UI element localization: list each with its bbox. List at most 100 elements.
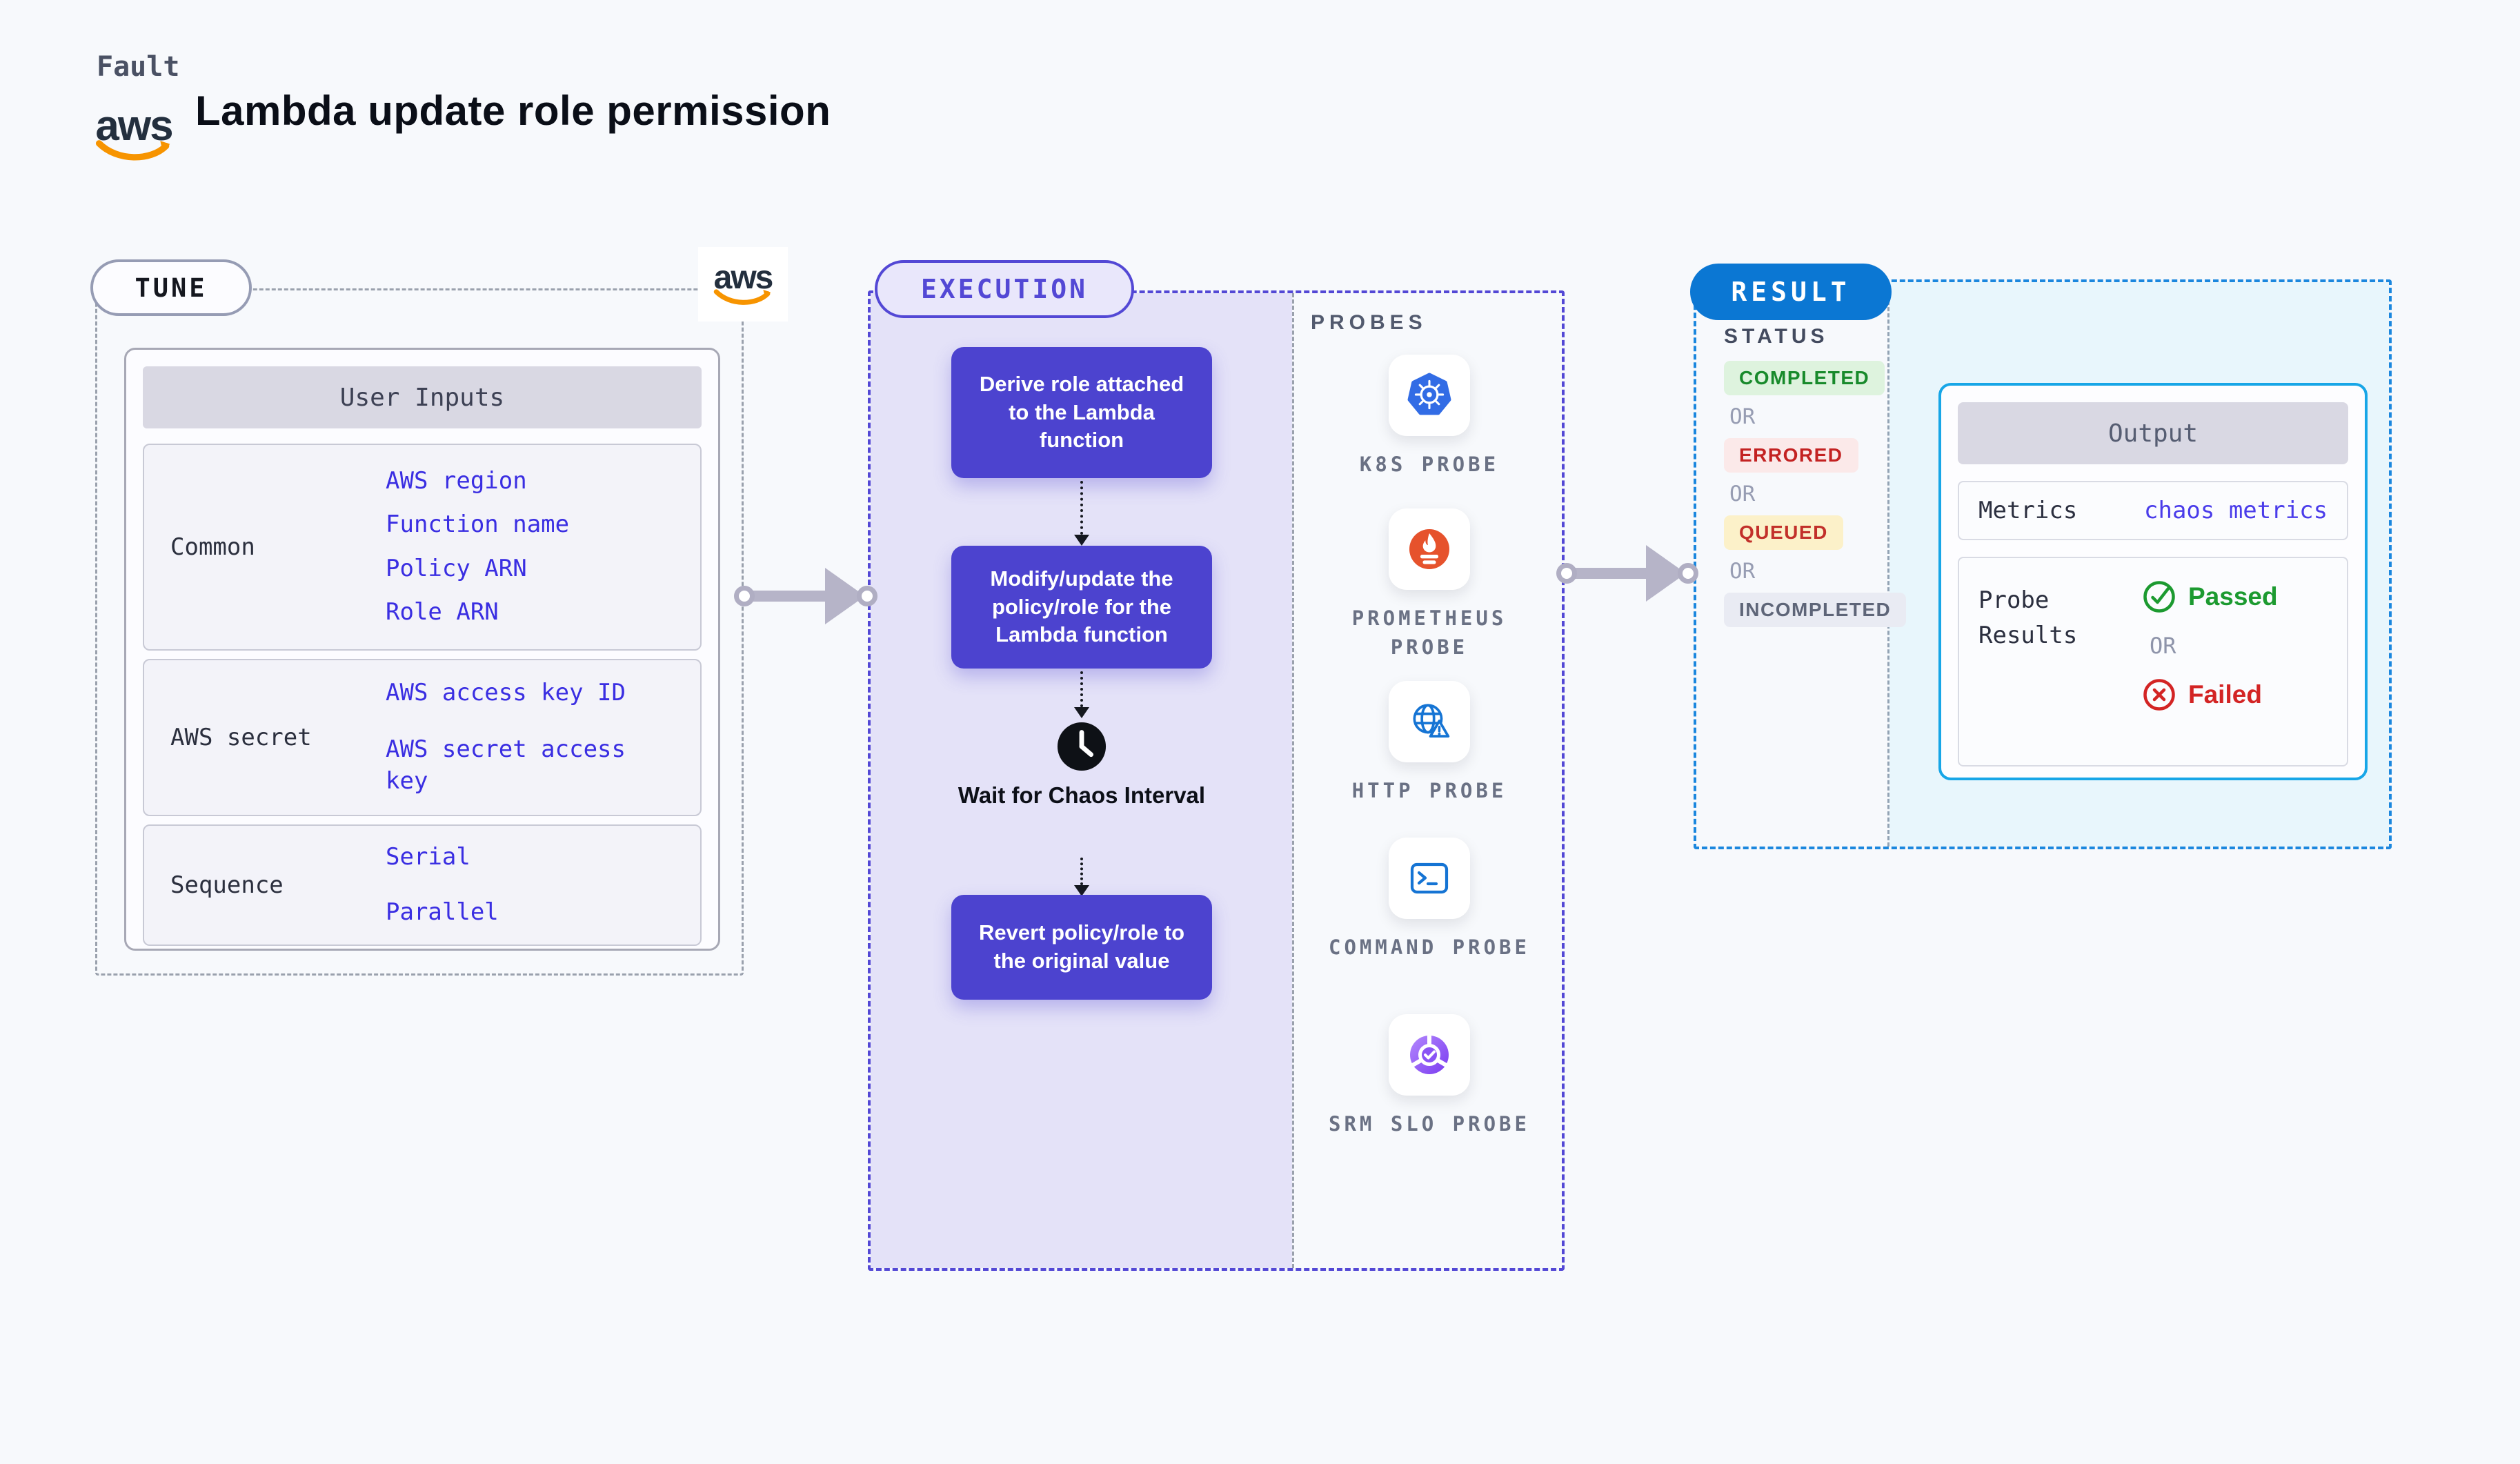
input-row-common: Common AWS region Function name Policy A… xyxy=(143,444,702,651)
chaos-fault-icon xyxy=(1178,325,1220,368)
wait-step xyxy=(1056,721,1107,775)
probe-card xyxy=(1389,838,1470,919)
probe-results-label: Probe Results xyxy=(1978,586,2078,649)
probe-card xyxy=(1389,1014,1470,1096)
output-header: Output xyxy=(1958,402,2348,464)
verdict-passed: Passed xyxy=(2141,579,2278,615)
probe-results-values: Passed OR Failed xyxy=(2141,558,2278,765)
flow-connector xyxy=(1080,671,1083,707)
probe-results-row: Probe Results Passed OR xyxy=(1958,557,2348,766)
input-row-aws-secret: AWS secret AWS access key ID AWS secret … xyxy=(143,659,702,816)
probe-item-srm-slo: SRM SLO PROBE xyxy=(1326,1014,1533,1138)
chaos-fault-icon xyxy=(1178,524,1220,566)
verdict-or: OR xyxy=(2150,633,2176,659)
status-or: OR xyxy=(1729,404,1756,429)
probe-item-command: COMMAND PROBE xyxy=(1326,838,1533,962)
terminal-icon xyxy=(1410,862,1449,894)
flow-connector-arrowhead xyxy=(1074,535,1089,546)
status-list: COMPLETED OR ERRORED OR QUEUED OR INCOMP… xyxy=(1724,361,1907,628)
status-heading: STATUS xyxy=(1724,325,1829,348)
input-row-values: Serial Parallel xyxy=(386,826,700,944)
step-node-revert-policy: Revert policy/role to the original value xyxy=(951,873,1220,1000)
user-inputs-header: User Inputs xyxy=(143,366,702,428)
globe-alert-icon xyxy=(1413,704,1450,738)
page-title: Lambda update role permission xyxy=(195,88,831,134)
user-inputs-panel: User Inputs Common AWS region Function n… xyxy=(124,348,720,951)
result-section: STATUS COMPLETED OR ERRORED OR QUEUED OR… xyxy=(1694,279,2392,849)
step-node-derive-role: Derive role attached to the Lambda funct… xyxy=(951,325,1220,478)
status-or: OR xyxy=(1729,559,1756,584)
kubernetes-icon xyxy=(1407,373,1451,415)
probe-label: SRM SLO PROBE xyxy=(1329,1112,1530,1136)
probes-column: PROBES K8S PROBE xyxy=(1294,293,1565,1268)
status-badge-errored: ERRORED xyxy=(1724,438,1858,473)
metrics-row: Metrics chaos metrics xyxy=(1958,481,2348,540)
input-row-label: Sequence xyxy=(170,871,284,899)
probes-divider xyxy=(1292,293,1294,1268)
input-link-serial[interactable]: Serial xyxy=(386,843,470,871)
wait-step-label: Wait for Chaos Interval xyxy=(958,782,1206,808)
input-link-parallel[interactable]: Parallel xyxy=(386,898,499,926)
slo-pie-check-icon xyxy=(1410,1034,1449,1074)
input-row-sequence: Sequence Serial Parallel xyxy=(143,824,702,946)
probe-label: HTTP PROBE xyxy=(1351,779,1507,802)
probe-label: COMMAND PROBE xyxy=(1329,936,1530,959)
status-divider xyxy=(1887,282,1889,847)
status-badge-completed: COMPLETED xyxy=(1724,361,1885,395)
result-pill: RESULT xyxy=(1690,264,1892,320)
probes-heading: PROBES xyxy=(1311,311,1427,334)
metrics-label: Metrics xyxy=(1978,496,2078,524)
probe-card xyxy=(1389,508,1470,590)
output-box: Output Metrics chaos metrics Probe Resul… xyxy=(1938,383,2368,780)
fault-kicker: Fault xyxy=(97,51,180,83)
probe-item-prometheus: PROMETHEUS PROBE xyxy=(1326,508,1533,662)
step-label: Derive role attached to the Lambda funct… xyxy=(979,371,1184,453)
tune-section xyxy=(95,288,744,976)
verdict-failed: Failed xyxy=(2141,677,2278,713)
flow-connector xyxy=(1080,481,1083,535)
execution-to-result-arrow xyxy=(1556,542,1698,604)
input-link-role-arn[interactable]: Role ARN xyxy=(386,598,499,626)
input-link-secret-access-key[interactable]: AWS secret access key xyxy=(386,735,626,795)
execution-pill: EXECUTION xyxy=(875,260,1134,318)
input-link-aws-region[interactable]: AWS region xyxy=(386,467,527,495)
flow-connector xyxy=(1080,858,1083,885)
input-row-label: Common xyxy=(170,533,255,561)
failed-label: Failed xyxy=(2188,680,2262,709)
x-circle-icon xyxy=(2143,679,2175,711)
step-node-modify-policy: Modify/update the policy/role for the La… xyxy=(951,524,1220,669)
step-label: Revert policy/role to the original value xyxy=(978,920,1185,973)
arrow-shaft xyxy=(1573,568,1651,579)
status-or: OR xyxy=(1729,482,1756,507)
step-label: Modify/update the policy/role for the La… xyxy=(990,566,1173,647)
chaos-fault-icon xyxy=(1178,873,1220,916)
aws-smile-icon xyxy=(95,140,170,161)
flow-connector-arrowhead xyxy=(1074,707,1089,718)
aws-logo-text: aws xyxy=(95,102,173,150)
prometheus-icon xyxy=(1409,529,1449,569)
arrow-shaft xyxy=(751,591,831,602)
clock-icon xyxy=(1057,722,1107,771)
probe-label: PROMETHEUS PROBE xyxy=(1351,606,1507,660)
arrow-start-dot xyxy=(1556,563,1577,584)
chaos-metrics-link[interactable]: chaos metrics xyxy=(2144,497,2328,524)
aws-logo: aws xyxy=(95,102,174,163)
aws-logo-text: aws xyxy=(713,259,774,296)
execution-section: Derive role attached to the Lambda funct… xyxy=(868,290,1565,1271)
status-badge-incompleted: INCOMPLETED xyxy=(1724,593,1907,628)
aws-smile-icon xyxy=(713,289,771,305)
arrow-end-dot xyxy=(1678,563,1698,584)
input-link-policy-arn[interactable]: Policy ARN xyxy=(386,554,527,582)
check-circle-icon xyxy=(2143,581,2175,613)
tune-to-execution-arrow xyxy=(734,565,877,627)
input-link-function-name[interactable]: Function name xyxy=(386,511,570,539)
probe-item-http: HTTP PROBE xyxy=(1326,681,1533,805)
execution-flow-column: Derive role attached to the Lambda funct… xyxy=(871,293,1292,1268)
flow-connector-arrowhead xyxy=(1074,885,1089,896)
input-row-values: AWS access key ID AWS secret access key xyxy=(386,660,700,815)
arrow-end-dot xyxy=(857,586,877,606)
input-link-access-key-id[interactable]: AWS access key ID xyxy=(386,679,626,707)
passed-label: Passed xyxy=(2188,582,2278,611)
input-row-values: AWS region Function name Policy ARN Role… xyxy=(386,445,700,649)
